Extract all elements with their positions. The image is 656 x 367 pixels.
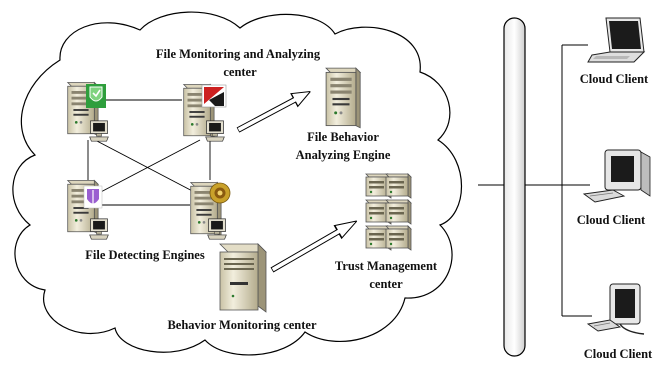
engine-server-bottom-left <box>67 179 109 240</box>
lcd-pc-icon <box>586 283 645 335</box>
behavior-engine-label-line2: Analyzing Engine <box>296 148 391 162</box>
engine-mesh-links <box>87 99 211 206</box>
client-laptop: Cloud Client <box>580 17 649 86</box>
detecting-engines-label: File Detecting Engines <box>85 248 205 262</box>
trust-center-label-line2: center <box>369 277 403 291</box>
engine-server-bottom-right <box>190 181 231 240</box>
trust-center-rack-cluster <box>365 173 412 251</box>
behavior-engine-label-line1: File Behavior <box>307 130 379 144</box>
client-label-3: Cloud Client <box>584 347 653 361</box>
file-center-title-line2: center <box>223 65 257 79</box>
desktop-pc-icon <box>582 149 651 203</box>
trust-center-label-line1: Trust Management <box>335 259 438 273</box>
file-center-title-line1: File Monitoring and Analyzing <box>156 47 321 61</box>
network-bus <box>503 17 526 357</box>
laptop-icon <box>587 17 646 63</box>
client-desktop: Cloud Client <box>577 149 651 227</box>
client-link-tree <box>525 44 592 317</box>
antivirus-badge-icon <box>201 84 227 108</box>
engine-server-top-right <box>183 83 227 142</box>
shield-badge-icon <box>86 84 106 108</box>
engine-server-top-left <box>67 81 109 142</box>
behavior-monitoring-server <box>219 243 267 313</box>
purple-shield-badge-icon <box>83 185 103 209</box>
client-label-2: Cloud Client <box>577 213 646 227</box>
crest-badge-icon <box>209 182 231 204</box>
client-label-1: Cloud Client <box>580 72 649 86</box>
client-lcd-pc: Cloud Client <box>584 283 653 361</box>
behavior-center-label: Behavior Monitoring center <box>167 318 316 332</box>
file-behavior-engine-server <box>325 67 361 129</box>
